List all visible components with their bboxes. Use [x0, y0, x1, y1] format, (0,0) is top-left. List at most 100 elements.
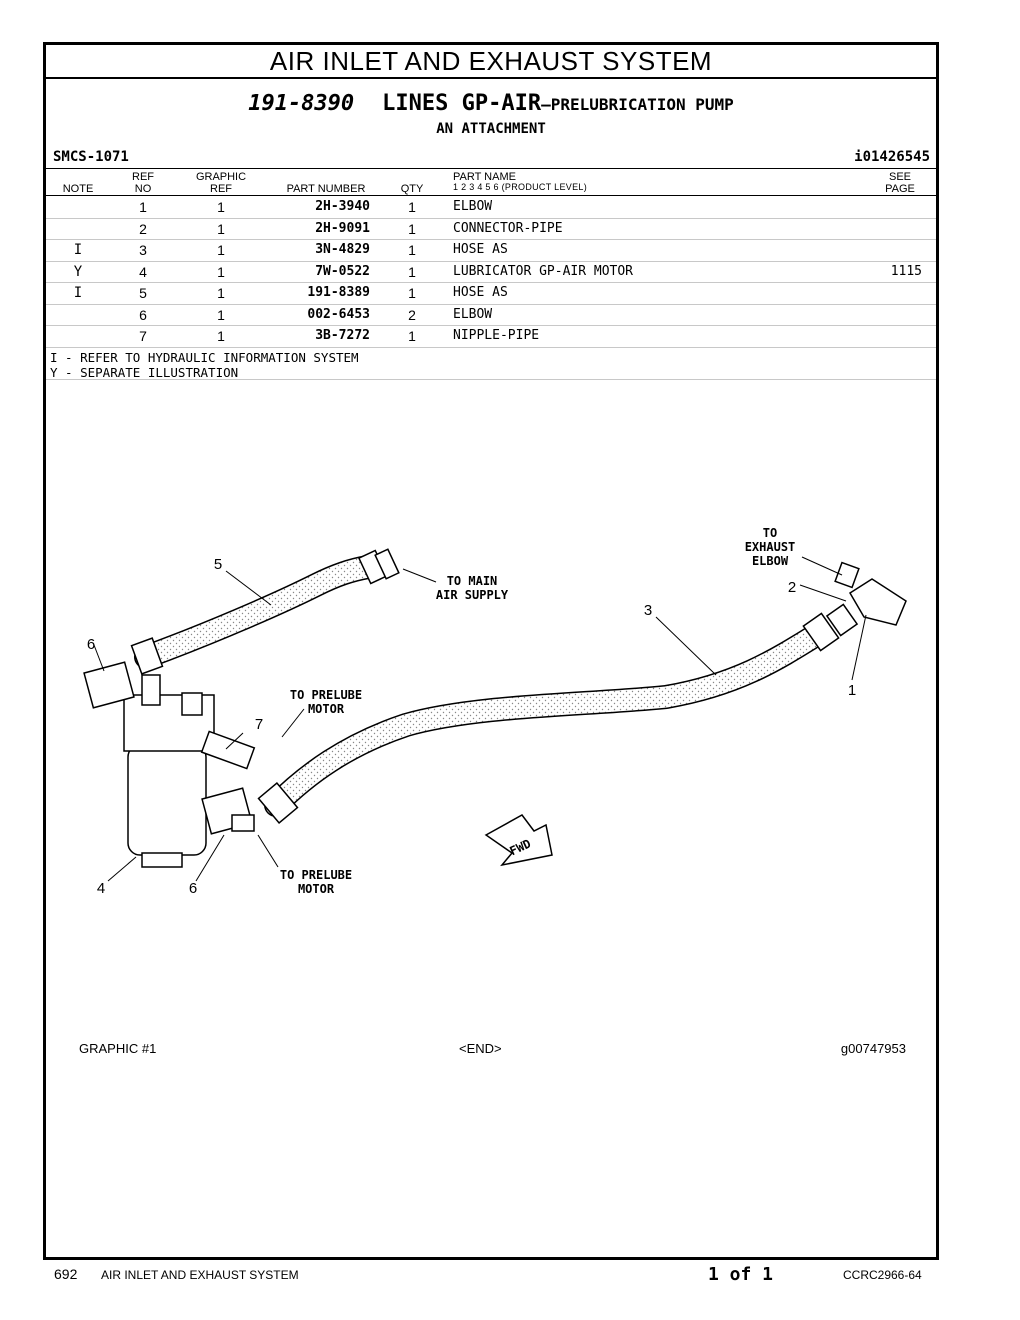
cell-part-number: 7W-0522	[315, 263, 370, 279]
footer-doc-code: CCRC2966-64	[843, 1268, 922, 1282]
callout-to-prelube-bottom-line2: MOTOR	[298, 882, 335, 896]
product-level-header: 1 2 3 4 5 6 (PRODUCT LEVEL)	[453, 182, 587, 192]
cell-ref: 5	[139, 285, 147, 301]
cell-ref: 2	[139, 220, 147, 237]
callout-number-5: 5	[214, 556, 222, 573]
cell-part-number: 3B-7272	[315, 328, 370, 343]
nipple-pipe	[200, 730, 256, 770]
cell-ref: 7	[139, 328, 147, 344]
cell-graphic-ref: 1	[217, 328, 225, 344]
col-graphic-ref-header: GRAPHIC REF	[195, 171, 247, 195]
callout-number-6-upper: 6	[87, 636, 95, 653]
smcs-code: SMCS-1071	[53, 149, 129, 165]
hose-5	[135, 556, 379, 668]
callout-to-main-line2: AIR SUPPLY	[436, 588, 509, 602]
callout-number-7: 7	[255, 716, 263, 733]
cell-note: I	[73, 242, 83, 258]
lubricator-bowl	[127, 744, 207, 856]
notes-rule	[46, 379, 936, 380]
cell-graphic-ref: 1	[217, 285, 225, 301]
cell-qty: 1	[408, 199, 416, 215]
elbow-6-lower-thread	[231, 814, 255, 832]
cell-part-name: ELBOW	[453, 199, 493, 214]
cell-see-page[interactable]: 1115	[890, 263, 922, 279]
cell-part-name: HOSE AS	[453, 242, 508, 257]
cell-part-number: 191-8389	[307, 285, 370, 300]
leader-lines	[93, 556, 867, 882]
cell-qty: 2	[408, 306, 416, 323]
col-part-name-header: PART NAME	[453, 171, 516, 183]
table-row: 1 1 2H-3940 1 ELBOW	[46, 196, 936, 219]
table-row: Y 4 1 7W-0522 1 LUBRICATOR GP-AIR MOTOR …	[46, 261, 936, 283]
callout-number-4: 4	[97, 880, 105, 897]
col-note-header: NOTE	[62, 183, 94, 195]
page-of-indicator: 1 of 1	[708, 1264, 774, 1285]
cell-note: I	[73, 285, 83, 301]
elbow-6-upper	[83, 661, 135, 709]
table-top-rule	[46, 168, 936, 169]
cell-part-name: NIPPLE-PIPE	[453, 328, 540, 343]
table-row: 6 1 002-6453 2 ELBOW	[46, 304, 936, 326]
cell-ref: 1	[139, 199, 147, 215]
cell-part-number: 2H-9091	[315, 220, 370, 236]
graphic-id: g00747953	[840, 1041, 906, 1056]
cell-part-name: LUBRICATOR GP-AIR MOTOR	[453, 263, 634, 279]
note-line: I - REFER TO HYDRAULIC INFORMATION SYSTE…	[50, 350, 359, 365]
swivel-nut-upper	[357, 548, 400, 585]
cell-part-name: CONNECTOR-PIPE	[453, 220, 563, 236]
hose-3-collar-left	[257, 781, 299, 825]
cell-graphic-ref: 1	[217, 220, 225, 237]
attachment-label: AN ATTACHMENT	[436, 121, 546, 137]
callout-number-6-lower: 6	[189, 880, 197, 897]
lubricator-inlet-nipple	[141, 674, 161, 706]
callout-to-main-line1: TO MAIN	[447, 574, 498, 588]
hose-3-collar-right	[802, 612, 840, 652]
callout-to-exhaust-line2: EXHAUST	[745, 540, 796, 554]
hose-3-outline	[264, 623, 828, 817]
parts-illustration: TO EXHAUST ELBOW TO MAIN AIR SUPPLY TO P…	[83, 526, 907, 897]
hose-3	[265, 624, 827, 816]
cell-graphic-ref: 1	[217, 199, 225, 215]
table-header-rule	[46, 195, 936, 196]
group-part-number: 191-8390	[248, 91, 355, 116]
callout-number-1: 1	[848, 682, 856, 699]
cell-graphic-ref: 1	[217, 263, 225, 280]
cell-qty: 1	[408, 263, 416, 280]
footer-section: AIR INLET AND EXHAUST SYSTEM	[101, 1268, 299, 1282]
cell-ref: 3	[139, 242, 147, 258]
cell-graphic-ref: 1	[217, 306, 225, 323]
group-subtitle: —PRELUBRICATION PUMP	[541, 95, 734, 114]
footer-page-number: 692	[54, 1266, 78, 1282]
cell-qty: 1	[408, 285, 416, 301]
callout-to-prelube-top-line2: MOTOR	[308, 702, 345, 716]
hose-5-collar	[130, 637, 164, 675]
col-qty-header: QTY	[400, 183, 424, 195]
notes-block: I - REFER TO HYDRAULIC INFORMATION SYSTE…	[50, 350, 359, 380]
callout-to-prelube-bottom-line1: TO PRELUBE	[280, 868, 352, 882]
cell-part-name: HOSE AS	[453, 285, 508, 300]
section-title: AIR INLET AND EXHAUST SYSTEM	[46, 45, 936, 79]
callout-to-prelube-top-line1: TO PRELUBE	[290, 688, 362, 702]
end-label: <END>	[459, 1041, 502, 1056]
cell-qty: 1	[408, 220, 416, 237]
cell-part-name: ELBOW	[453, 306, 493, 322]
cell-ref: 6	[139, 306, 147, 323]
cell-part-number: 002-6453	[307, 306, 370, 322]
cell-graphic-ref: 1	[217, 242, 225, 258]
elbow-right-thread	[834, 561, 860, 589]
cell-qty: 1	[408, 328, 416, 344]
lubricator-drain	[141, 852, 183, 868]
callout-number-2: 2	[788, 579, 796, 596]
elbow-right	[848, 578, 907, 626]
cell-part-number: 3N-4829	[315, 242, 370, 257]
fwd-arrow	[484, 814, 553, 867]
connector-pipe	[825, 603, 859, 637]
cell-part-number: 2H-3940	[315, 199, 370, 214]
col-see-page-header: SEE PAGE	[885, 171, 915, 195]
table-row: I 3 1 3N-4829 1 HOSE AS	[46, 239, 936, 262]
table-row: I 5 1 191-8389 1 HOSE AS	[46, 282, 936, 305]
graphic-label: GRAPHIC #1	[79, 1041, 157, 1056]
note-line: Y - SEPARATE ILLUSTRATION	[50, 365, 239, 380]
